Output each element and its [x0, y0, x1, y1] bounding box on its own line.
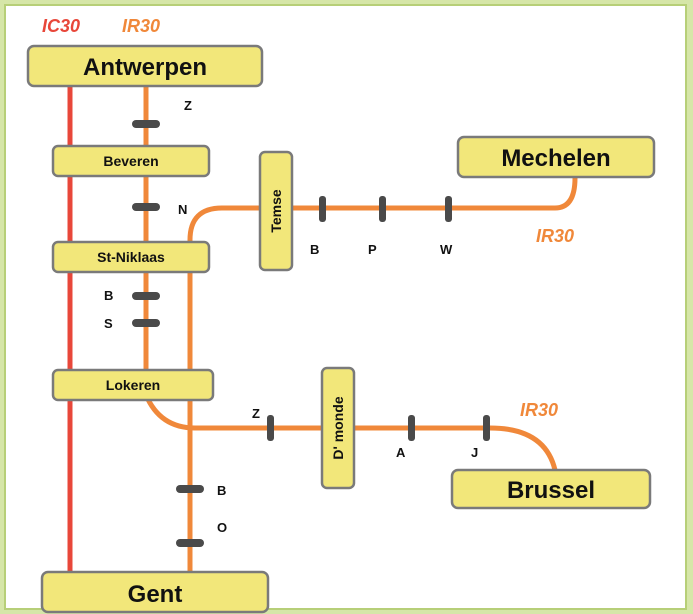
- stop-tick-stn-lok-1: [132, 292, 160, 300]
- stop-label-dm-bru-2: J: [471, 445, 478, 460]
- station-mechelen: Mechelen: [456, 135, 656, 179]
- stop-label-dm-bru-1: A: [396, 445, 406, 460]
- stop-label-temse-mech-2: P: [368, 242, 377, 257]
- station-mechelen-label: Mechelen: [501, 145, 610, 172]
- stop-label-stn-lok-1: B: [104, 288, 113, 303]
- stop-tick-dm-bru-1: [408, 415, 415, 441]
- stop-label-temse-mech-3: W: [440, 242, 453, 257]
- station-antwerpen-label: Antwerpen: [83, 54, 207, 81]
- line-label-mechelen-branch: IR30: [536, 226, 574, 246]
- station-lokeren-label: Lokeren: [106, 377, 160, 393]
- stop-tick-lok-gent-2: [176, 539, 204, 547]
- station-brussel-label: Brussel: [507, 477, 595, 504]
- stop-tick-temse-mech-3: [445, 196, 452, 222]
- stop-tick-dm-bru-2: [483, 415, 490, 441]
- legend-ir30: IR30: [122, 16, 160, 36]
- stop-tick-temse-mech-1: [319, 196, 326, 222]
- ir30-mechelen-branch: [187, 177, 578, 580]
- stop-tick-lok-gent-1: [176, 485, 204, 493]
- stop-tick-lok-dm: [267, 415, 274, 441]
- station-dendermonde: D' monde: [320, 366, 356, 490]
- line-label-brussel-branch: IR30: [520, 400, 558, 420]
- stop-label-lok-dm: Z: [252, 406, 260, 421]
- station-antwerpen: Antwerpen: [26, 44, 264, 88]
- stop-label-temse-mech-1: B: [310, 242, 319, 257]
- station-lokeren: Lokeren: [51, 368, 215, 402]
- stop-tick-antw-bev: [132, 120, 160, 128]
- stop-label-bev-stn: N: [178, 202, 187, 217]
- station-beveren-label: Beveren: [103, 153, 158, 169]
- legend-ic30: IC30: [42, 16, 80, 36]
- stop-label-lok-gent-1: B: [217, 483, 226, 498]
- station-st-niklaas: St-Niklaas: [51, 240, 211, 274]
- station-brussel: Brussel: [450, 468, 652, 510]
- station-temse: Temse: [258, 150, 294, 272]
- station-beveren: Beveren: [51, 144, 211, 178]
- stop-label-lok-gent-2: O: [217, 520, 227, 535]
- stop-tick-temse-mech-2: [379, 196, 386, 222]
- stop-tick-stn-lok-2: [132, 319, 160, 327]
- station-st-niklaas-label: St-Niklaas: [97, 249, 165, 265]
- station-temse-label: Temse: [268, 189, 284, 233]
- stop-label-antw-bev: Z: [184, 98, 192, 113]
- station-dendermonde-label: D' monde: [330, 396, 346, 459]
- station-gent-label: Gent: [128, 581, 183, 608]
- stop-tick-bev-stn: [132, 203, 160, 211]
- stop-label-stn-lok-2: S: [104, 316, 113, 331]
- station-gent: Gent: [40, 570, 270, 614]
